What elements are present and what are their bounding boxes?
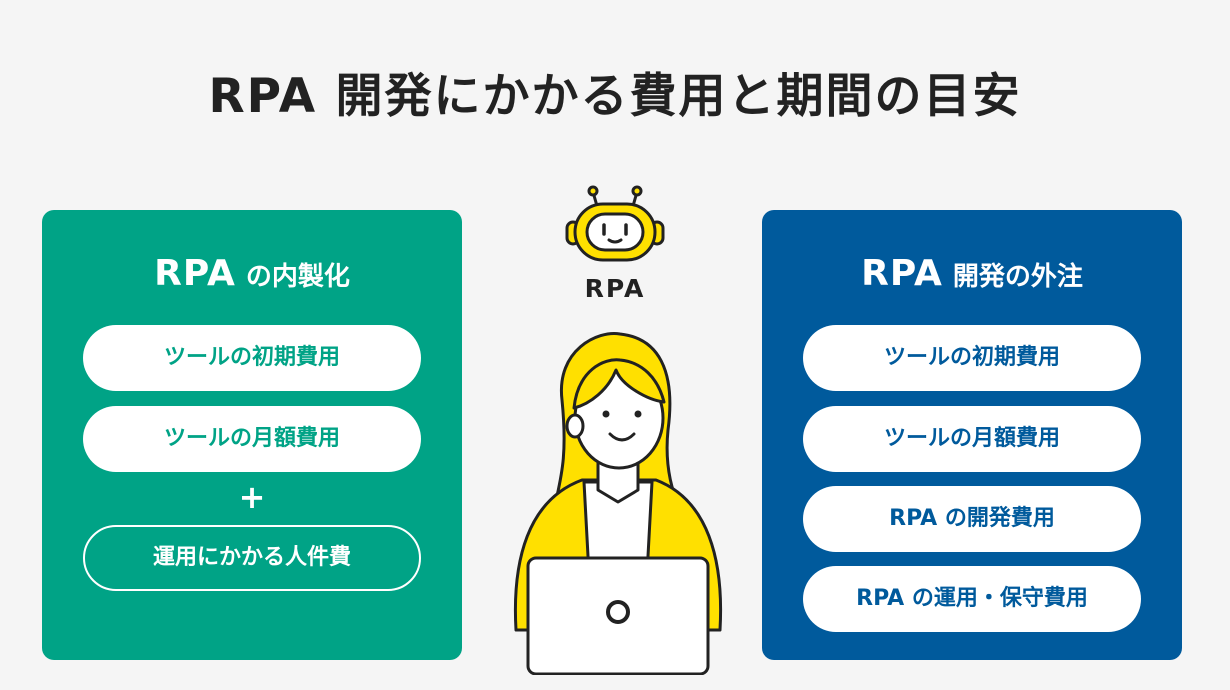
outsourcing-cost-item: ツールの月額費用 (803, 406, 1141, 472)
outsourcing-title-main: RPA (861, 253, 943, 294)
in-house-cost-item: ツールの初期費用 (83, 325, 421, 391)
outsourcing-title-sub: 開発の外注 (952, 262, 1083, 292)
in-house-cost-item: ツールの月額費用 (83, 406, 421, 472)
outsourcing-cost-item: RPA の開発費用 (803, 486, 1141, 552)
outsourcing-cost-item: ツールの初期費用 (803, 325, 1141, 391)
in-house-panel-title: RPA の内製化 (42, 254, 462, 297)
page-title: RPA 開発にかかる費用と期間の目安 (208, 69, 1022, 124)
outsourcing-panel-title: RPA 開発の外注 (762, 254, 1182, 297)
plus-sign: + (238, 478, 266, 516)
in-house-title-sub: の内製化 (245, 262, 350, 292)
in-house-extra-cost-item: 運用にかかる人件費 (83, 525, 421, 591)
robot-label: RPA (584, 274, 646, 303)
outsourcing-panel: RPA 開発の外注 ツールの初期費用 ツールの月額費用 RPA の開発費用 RPA… (762, 210, 1182, 660)
person-with-laptop-icon (513, 332, 723, 675)
in-house-panel: RPA の内製化 ツールの初期費用 ツールの月額費用 + 運用にかかる人件費 (42, 210, 462, 660)
in-house-title-main: RPA (154, 253, 236, 294)
robot-icon (565, 185, 665, 262)
outsourcing-cost-item: RPA の運用・保守費用 (803, 566, 1141, 632)
